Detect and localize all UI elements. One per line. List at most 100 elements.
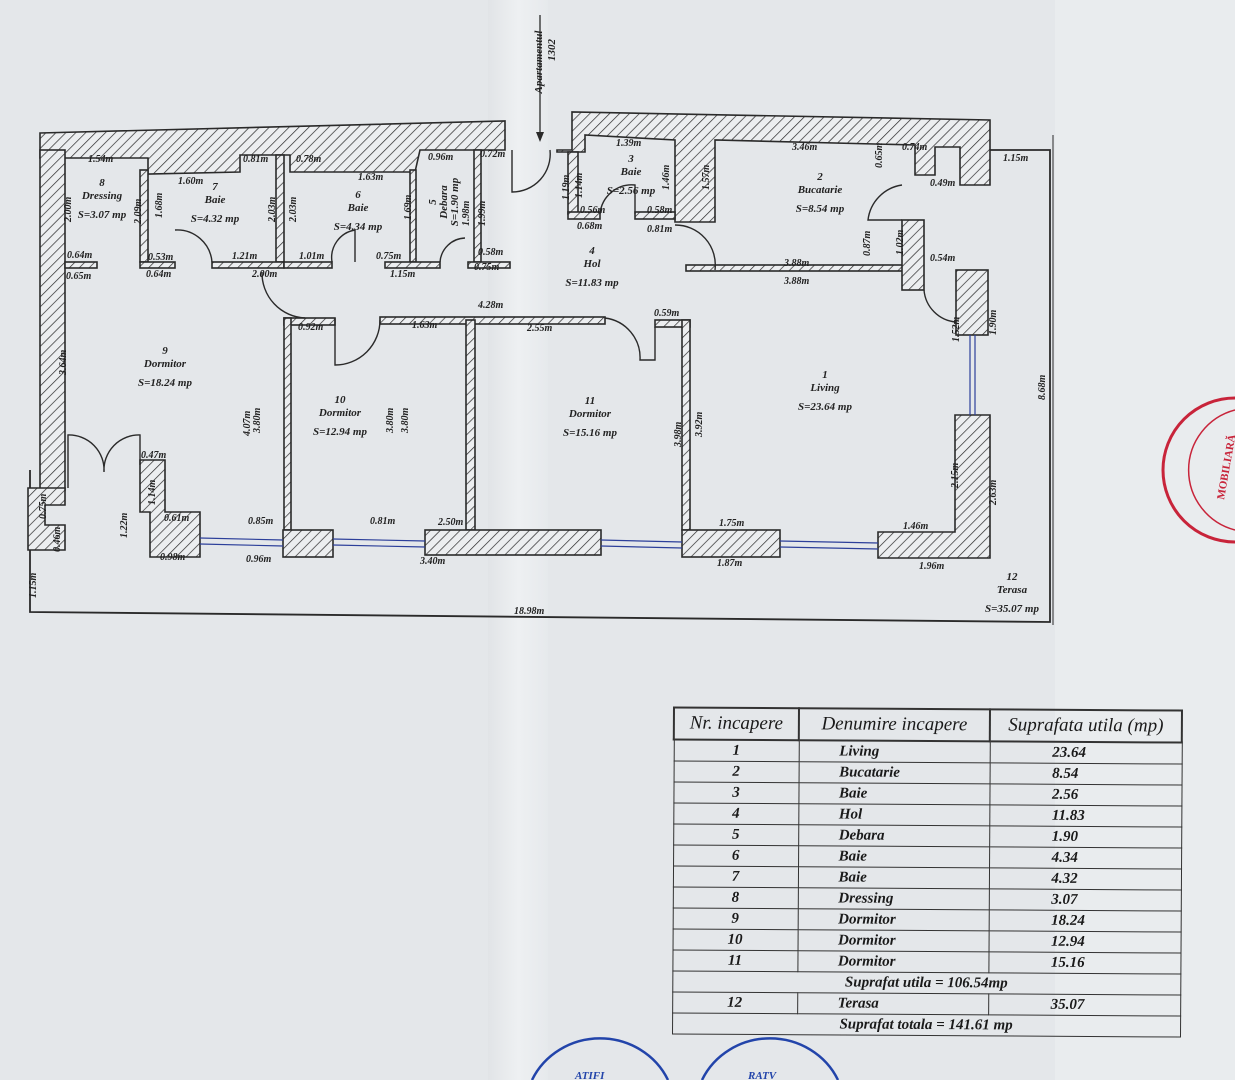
dimension-label: 1.69m [403,195,414,221]
windows [199,335,976,550]
dimension-label: 0.96m [428,152,454,163]
dimension-label: 3.88m [783,276,810,287]
room-area: S=12.94 mp [313,426,367,438]
dimension-label: 1.99m [477,201,488,227]
dimension-label: 3.88m [783,258,810,269]
room-name: Baie [204,194,226,206]
dimension-label: 1.15m [1003,153,1029,164]
stamp-text: MOBILIARĂ [1215,433,1235,500]
room-nr: 12 [1007,571,1019,583]
table-cell: Dormitor [797,950,989,973]
dimension-label: 0.81m [243,154,269,165]
room-name: Baie [620,166,642,178]
table-cell: 9 [672,907,798,930]
table-cell: 8 [672,886,798,909]
room-nr: 4 [588,245,595,257]
room-nr: 5 [427,199,439,205]
table-cell: 3 [673,781,799,804]
stamp-red: MOBILIARĂ [1161,396,1235,544]
room-nr: 6 [355,189,361,201]
dimension-label: 0.81m [370,516,396,527]
table-cell: 4.34 [989,846,1182,870]
dimension-label: 1.14m [147,480,158,506]
room-name: Baie [347,202,369,214]
room-nr: 11 [585,395,595,407]
room-area: S=4.34 mp [334,221,383,233]
dimension-label: 3.80m [385,408,396,435]
dimension-label: 2.03m [267,197,278,224]
table-cell: 3.07 [988,888,1181,912]
dimension-label: 1.52m [951,317,962,343]
dimension-label: 1.21m [232,251,258,262]
dimension-label: 0.96m [246,554,272,565]
dimension-label: 0.47m [141,450,167,461]
table-cell: 11.83 [989,804,1182,828]
dimension-label: 1.57m [701,165,712,191]
dimension-label: 1.60m [178,176,204,187]
room-area: S=8.54 mp [796,203,845,215]
table-cell: Suprafat totala = 141.61 mp [672,1012,1181,1038]
dimension-label: 2.63m [988,480,999,507]
dimension-label: 1.54m [88,154,114,165]
dimension-label: 8.68m [1037,375,1048,401]
dimension-label: 0.58m [647,205,673,216]
dimension-label: 1.87m [717,558,743,569]
dimension-label: 0.46m [52,527,63,553]
table-cell: 7 [672,865,799,888]
entrance-number: 1302 [546,39,558,62]
dimension-label: 1.15m [390,269,416,280]
dimension-label: 1.68m [154,193,165,219]
dimension-label: 0.87m [862,231,873,257]
dimension-label: 1.98m [461,201,472,227]
room-area: S=23.64 mp [798,401,852,413]
dimension-label: 0.74m [902,142,928,153]
dimension-label: 1.90m [988,310,999,336]
dimension-label: 1.39m [616,138,642,149]
room-nr: 9 [162,345,168,357]
table-cell: Living [798,740,990,763]
dimension-label: 0.75m [474,262,500,273]
table-cell: Dormitor [797,929,989,952]
dimension-label: 0.68m [577,221,603,232]
dimension-label: 4.07m [242,411,253,438]
header-nr: Nr. incapere [673,707,799,741]
table-cell: Bucatarie [798,761,990,784]
dimension-label: 1.46m [903,521,929,532]
table-cell: 11 [672,949,798,972]
dimension-label: 2.00m [251,269,278,280]
room-name: Dormitor [568,408,612,420]
dimension-label: 1.96m [919,561,945,572]
table-cell: Baie [797,866,990,889]
room-name: Dormitor [318,407,362,419]
table-cell: 1 [673,739,799,762]
dimension-label: 2.55m [526,323,553,334]
header-area: Suprafata utila (mp) [989,709,1182,743]
dimension-label: 1.19m [561,175,572,201]
room-nr: 7 [212,181,218,193]
dimension-label: 1.46m [661,165,672,191]
table-cell: 35.07 [988,993,1181,1017]
table-cell: 12.94 [988,930,1181,954]
dimension-label: 1.01m [299,251,325,262]
table-cell: 15.16 [988,951,1181,975]
room-name: Debara [438,185,450,220]
dimension-label: 0.56m [580,205,606,216]
room-area: S=2.56 mp [607,185,656,197]
table-cell: 2 [673,760,799,783]
dimension-label: 0.64m [146,269,172,280]
entrance-label: Apartamentul [533,30,545,95]
dimension-label: 0.61m [164,513,190,524]
area-table: Nr. incapere Denumire incapere Suprafata… [671,706,1183,1038]
dimension-label: 0.98m [160,552,186,563]
